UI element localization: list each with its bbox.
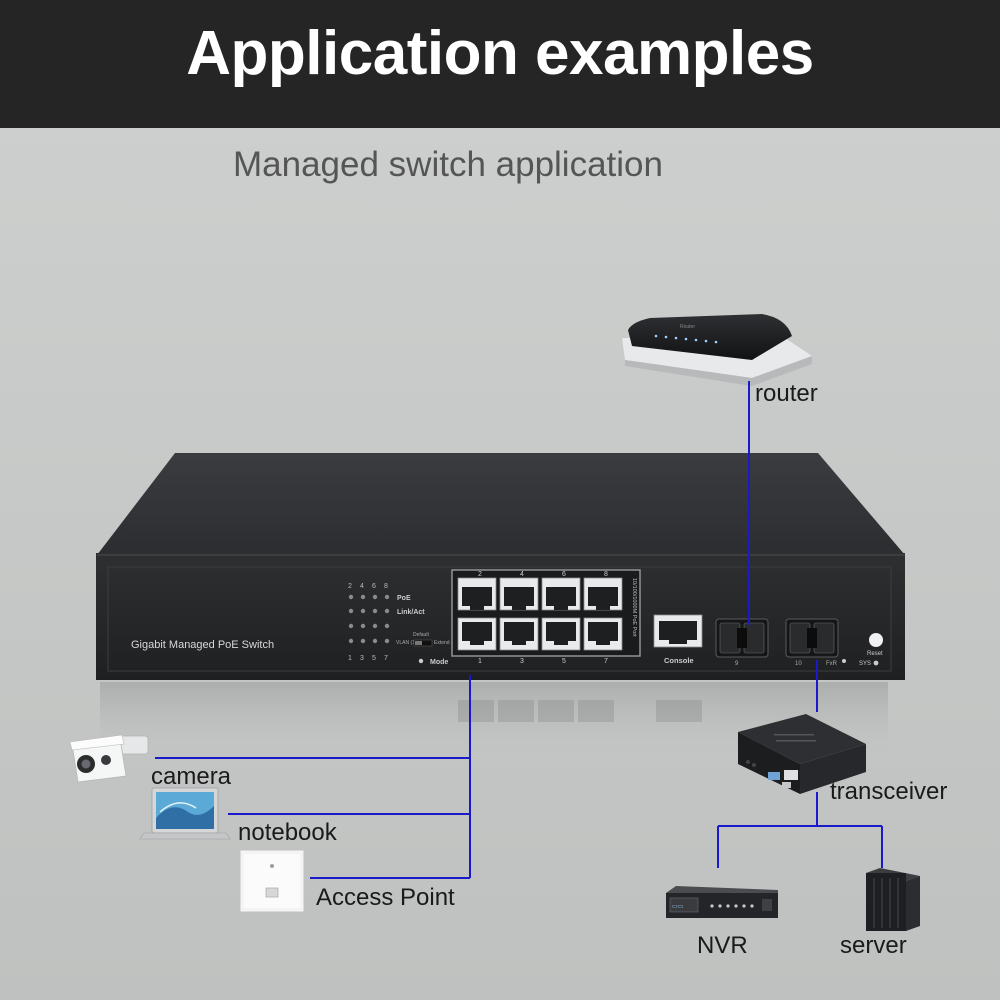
- mode-selector: VLAN (1-8) Default Extend (7-8) Mode: [396, 632, 462, 666]
- led-label-link: Link/Act: [397, 609, 425, 616]
- server-label: server: [840, 932, 907, 959]
- sfp-port-9: 9: [715, 618, 769, 667]
- port-number: 4: [520, 571, 524, 578]
- connection-lines: [155, 381, 883, 879]
- notebook-device: [139, 787, 231, 840]
- sfp-label: 10: [795, 661, 802, 667]
- header-title: Application examples: [186, 19, 814, 88]
- access-point-label: Access Point: [316, 884, 455, 911]
- port-number: 5: [562, 658, 566, 665]
- access-point-device: [239, 849, 305, 913]
- port-number: 3: [520, 658, 524, 665]
- server-device: [866, 868, 920, 931]
- sys-label: SYS: [859, 661, 871, 667]
- notebook-label: notebook: [238, 819, 337, 846]
- router-device: Router: [622, 314, 812, 386]
- console-port: Console: [653, 614, 703, 665]
- router-label: router: [755, 380, 818, 407]
- camera-label: camera: [151, 763, 232, 790]
- svg-text:▭▭: ▭▭: [672, 904, 684, 910]
- led-bottom-number: 3: [360, 655, 364, 662]
- sfp-port-10: 10 FxR: [785, 618, 839, 667]
- led-top-number: 2: [348, 583, 352, 590]
- port-number: 8: [604, 571, 608, 578]
- header-banner: Application examples: [0, 0, 1000, 128]
- reset-label: Reset: [867, 651, 883, 657]
- diagram-subtitle: Managed switch application: [233, 145, 663, 184]
- sfp-label: FxR: [826, 661, 838, 667]
- nvr-label: NVR: [697, 932, 748, 959]
- transceiver-device: [738, 714, 866, 794]
- mode-default-label: Default: [413, 632, 429, 638]
- led-bottom-number: 7: [384, 655, 388, 662]
- mode-vlan-label: VLAN (1-8): [396, 640, 421, 646]
- port-side-label: 10/100/1000M PoE Port: [631, 578, 637, 637]
- nvr-device: ▭▭: [666, 886, 778, 918]
- led-label-poe: PoE: [397, 595, 411, 602]
- led-bottom-number: 1: [348, 655, 352, 662]
- console-label: Console: [664, 656, 694, 665]
- led-top-number: 4: [360, 583, 364, 590]
- led-bottom-number: 5: [372, 655, 376, 662]
- port-number: 6: [562, 571, 566, 578]
- mode-extend-label: Extend (7-8): [434, 640, 462, 646]
- led-top-number: 6: [372, 583, 376, 590]
- port-number: 7: [604, 658, 608, 665]
- switch-model-label: Gigabit Managed PoE Switch: [131, 639, 274, 651]
- managed-switch: 2 4 6 8 1 3 5 7 PoE Link/Act VLAN (1-8) …: [96, 453, 905, 680]
- camera-device: [69, 734, 149, 783]
- mode-label: Mode: [430, 659, 448, 666]
- poe-port-block: 2 4 6 8 1 3 5 7 10/100/1000M PoE Port: [451, 569, 641, 665]
- svg-text:Router: Router: [680, 324, 695, 330]
- sfp-label: 9: [735, 661, 739, 667]
- reset-area: Reset SYS: [842, 633, 883, 667]
- led-top-number: 8: [384, 583, 388, 590]
- transceiver-label: transceiver: [830, 778, 948, 805]
- port-number: 2: [478, 571, 482, 578]
- led-panel: 2 4 6 8 1 3 5 7 PoE Link/Act: [348, 583, 425, 662]
- port-number: 1: [478, 658, 482, 665]
- switch-reflection-ports: [458, 700, 702, 722]
